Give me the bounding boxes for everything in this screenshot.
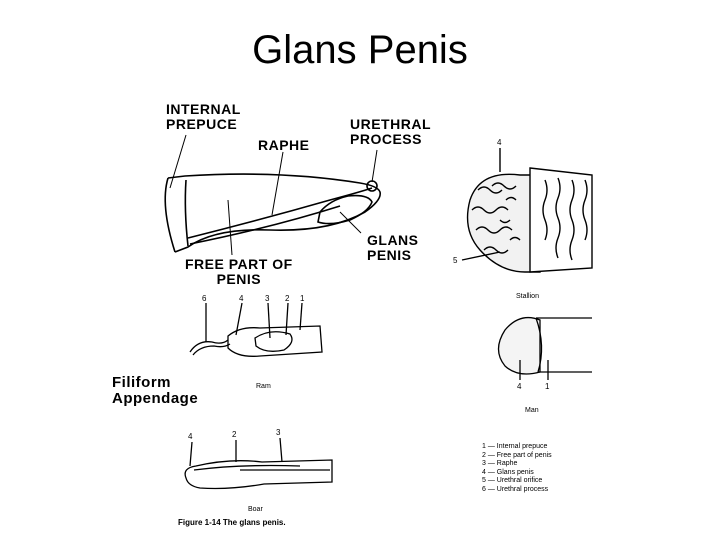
stallion-glans-drawing — [461, 148, 593, 273]
bull-penis-drawing — [164, 173, 381, 253]
legend-item: 3 — Raphe — [482, 460, 518, 467]
label-ram: Ram — [256, 383, 271, 390]
num-ram-2: 2 — [285, 294, 290, 303]
num-boar-2: 2 — [232, 430, 237, 439]
num-boar-3: 3 — [276, 428, 281, 437]
legend-item: 6 — Urethral process — [482, 485, 549, 493]
legend-item: 2 — Free part of penis — [482, 451, 552, 459]
legend-item: 1 — Internal prepuce — [482, 443, 548, 450]
num-ram-6: 6 — [202, 294, 207, 303]
man-penis-drawing — [497, 316, 592, 380]
ram-penis-drawing — [189, 302, 323, 357]
bull-leader-lines — [169, 134, 378, 256]
num-stallion-4: 4 — [497, 138, 502, 147]
page-title: Glans Penis — [252, 28, 468, 72]
num-man-1: 1 — [545, 382, 550, 391]
figure-caption: Figure 1-14 The glans penis. — [178, 518, 286, 527]
num-boar-4: 4 — [188, 432, 193, 441]
boar-penis-drawing — [184, 437, 333, 490]
label-boar: Boar — [248, 506, 263, 513]
legend-item: 5 — Urethral orifice — [482, 477, 543, 484]
legend: 1 — Internal prepuce 2 — Free part of pe… — [482, 443, 552, 494]
legend-item: 4 — Glans penis — [482, 468, 534, 476]
num-man-4: 4 — [517, 382, 522, 391]
label-raphe: RAPHE — [258, 137, 310, 153]
num-ram-1: 1 — [300, 294, 305, 303]
num-stallion-5: 5 — [453, 256, 458, 265]
num-ram-3: 3 — [265, 294, 270, 303]
num-ram-4: 4 — [239, 294, 244, 303]
label-man: Man — [525, 407, 539, 414]
label-stallion: Stallion — [516, 293, 539, 300]
